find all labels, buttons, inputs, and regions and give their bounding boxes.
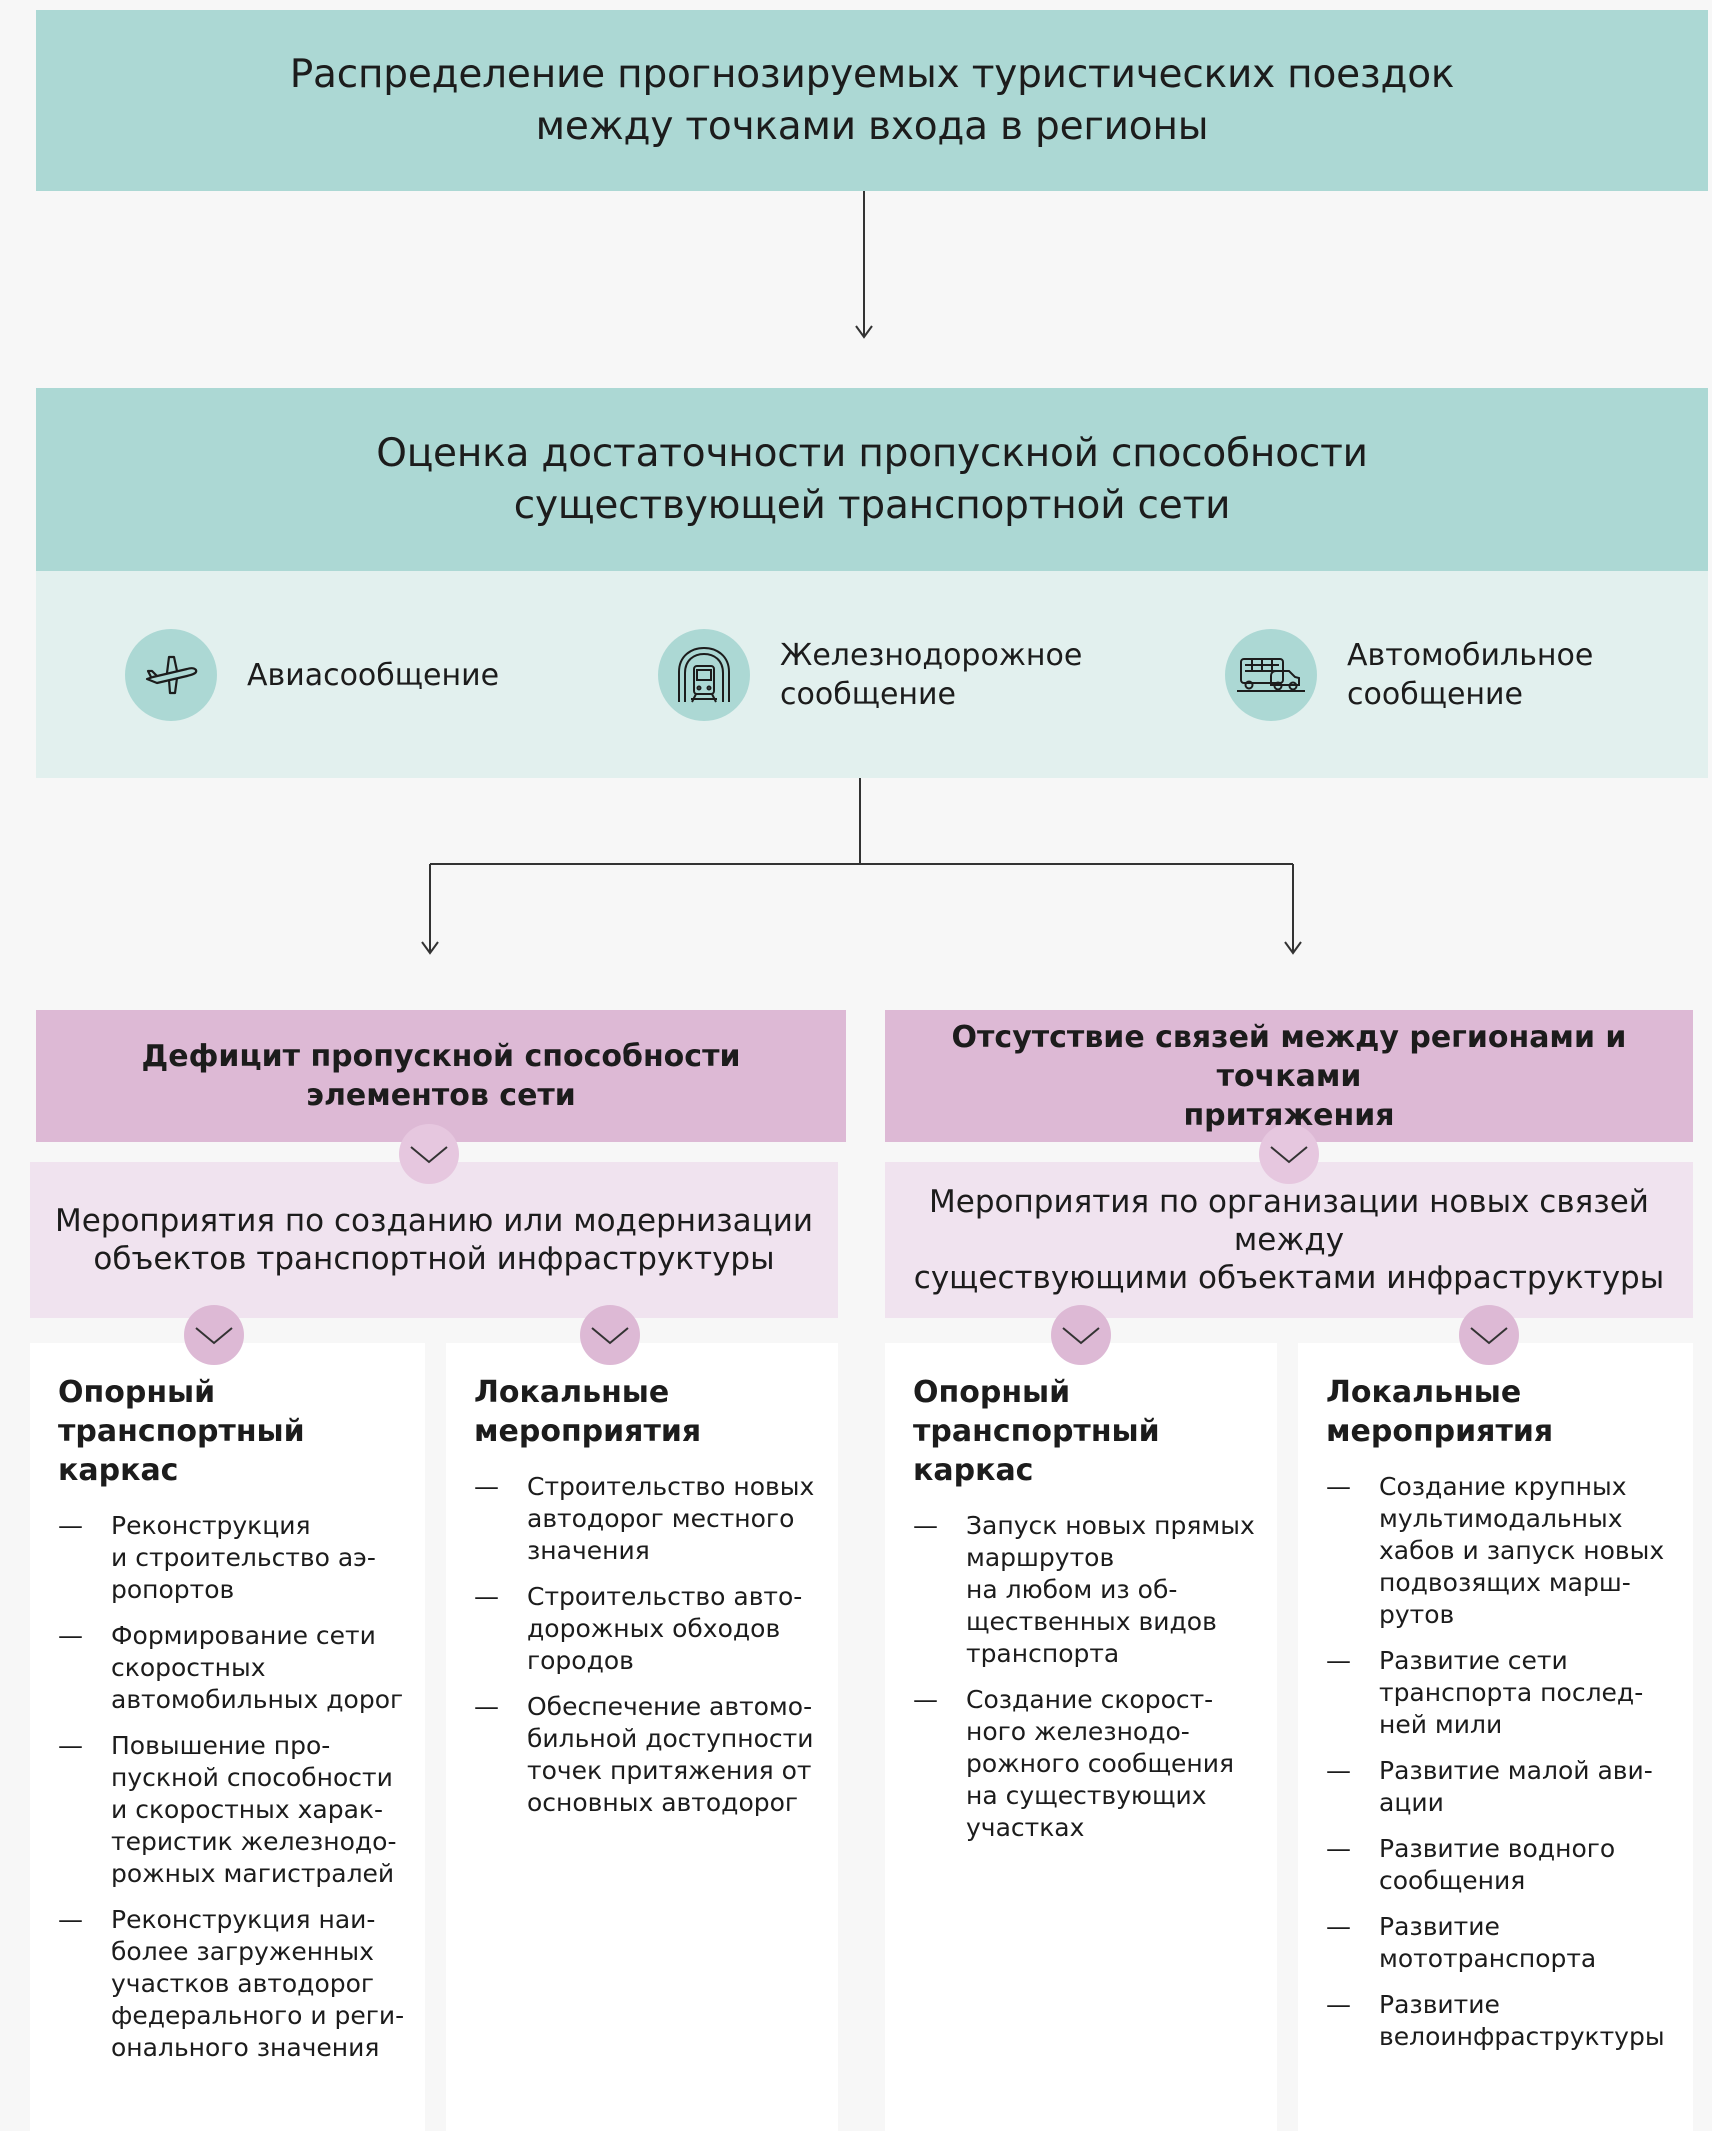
list-item: —Развитие сети транспорта послед- ней ми… <box>1326 1646 1644 1739</box>
arrow-head-right <box>1284 941 1302 955</box>
branch-header-right: Отсутствие связей между регионами и точк… <box>885 1010 1693 1142</box>
card-list: —Запуск новых прямых маршрутов на любом … <box>913 1510 1257 1844</box>
arrow-head-left <box>421 941 439 955</box>
list-item: —Обеспечение автомо- бильной доступности… <box>474 1692 814 1817</box>
top-box-title: Распределение прогнозируемых туристическ… <box>289 51 1455 149</box>
chevron-down-icon <box>1459 1305 1519 1365</box>
chevron-down-icon <box>399 1124 459 1184</box>
mode-label: Авиасообщение <box>247 657 500 693</box>
card-right-local: Локальные мероприятия —Создание крупных … <box>1298 1343 1693 2131</box>
list-item: —Создание крупных мультимодальных хабов … <box>1326 1472 1665 1629</box>
top-box: Распределение прогнозируемых туристическ… <box>36 10 1708 191</box>
list-item: —Строительство новых автодорог местного … <box>474 1472 815 1565</box>
transport-modes-panel: Авиасообщение Железнодорожное сообщение <box>36 571 1708 778</box>
list-item: —Запуск новых прямых маршрутов на любом … <box>913 1511 1255 1668</box>
list-item: —Повышение про- пускной способности и ск… <box>58 1731 397 1888</box>
list-item: —Развитие велоинфраструктуры <box>1326 1990 1665 2051</box>
arrow-head-top <box>855 325 873 339</box>
list-item: —Развитие малой ави- ации <box>1326 1756 1653 1817</box>
branch-header-left: Дефицит пропускной способности элементов… <box>36 1010 846 1142</box>
list-item: —Строительство авто- дорожных обходов го… <box>474 1582 803 1675</box>
list-item: —Развитие мототранспорта <box>1326 1912 1597 1973</box>
measures-text: Мероприятия по организации новых связей … <box>913 1184 1665 1296</box>
card-title: Опорный транспортный каркас <box>58 1375 305 1488</box>
mode-road: Автомобильное сообщение <box>1225 629 1593 721</box>
card-title: Опорный транспортный каркас <box>913 1375 1160 1488</box>
measures-box-left: Мероприятия по созданию или модернизации… <box>30 1162 838 1318</box>
card-title: Локальные мероприятия <box>474 1375 702 1449</box>
list-item: —Реконструкция и строительство аэ- ропор… <box>58 1511 376 1604</box>
card-left-backbone: Опорный транспортный каркас —Реконструкц… <box>30 1343 425 2131</box>
mode-label: Автомобильное сообщение <box>1347 638 1594 712</box>
measures-text: Мероприятия по созданию или модернизации… <box>54 1203 814 1277</box>
chevron-down-icon <box>1259 1124 1319 1184</box>
card-right-backbone: Опорный транспортный каркас —Запуск новы… <box>885 1343 1277 2131</box>
chevron-down-icon <box>580 1305 640 1365</box>
airplane-icon <box>125 629 217 721</box>
mode-label: Железнодорожное сообщение <box>780 638 1083 712</box>
card-list: —Реконструкция и строительство аэ- ропор… <box>58 1510 405 2064</box>
mode-rail: Железнодорожное сообщение <box>658 629 1082 721</box>
assessment-title: Оценка достаточности пропускной способно… <box>376 430 1368 528</box>
branch-header-text: Отсутствие связей между регионами и точк… <box>951 1019 1627 1133</box>
train-icon <box>658 629 750 721</box>
list-item: —Создание скорост- ного железнодо- рожно… <box>913 1685 1235 1842</box>
card-list: —Строительство новых автодорог местного … <box>474 1471 818 1819</box>
bus-car-icon <box>1225 629 1317 721</box>
card-left-local: Локальные мероприятия —Строительство нов… <box>446 1343 838 2131</box>
card-title: Локальные мероприятия <box>1326 1375 1554 1449</box>
measures-box-right: Мероприятия по организации новых связей … <box>885 1162 1693 1318</box>
list-item: —Развитие водного сообщения <box>1326 1834 1616 1895</box>
branch-header-text: Дефицит пропускной способности элементов… <box>141 1039 741 1113</box>
assessment-box: Оценка достаточности пропускной способно… <box>36 388 1708 571</box>
list-item: —Реконструкция наи- более загруженных уч… <box>58 1905 405 2062</box>
chevron-down-icon <box>1051 1305 1111 1365</box>
chevron-down-icon <box>184 1305 244 1365</box>
card-list: —Создание крупных мультимодальных хабов … <box>1326 1471 1673 2053</box>
list-item: —Формирование сети скоростных автомобиль… <box>58 1621 404 1714</box>
mode-air: Авиасообщение <box>125 629 499 721</box>
